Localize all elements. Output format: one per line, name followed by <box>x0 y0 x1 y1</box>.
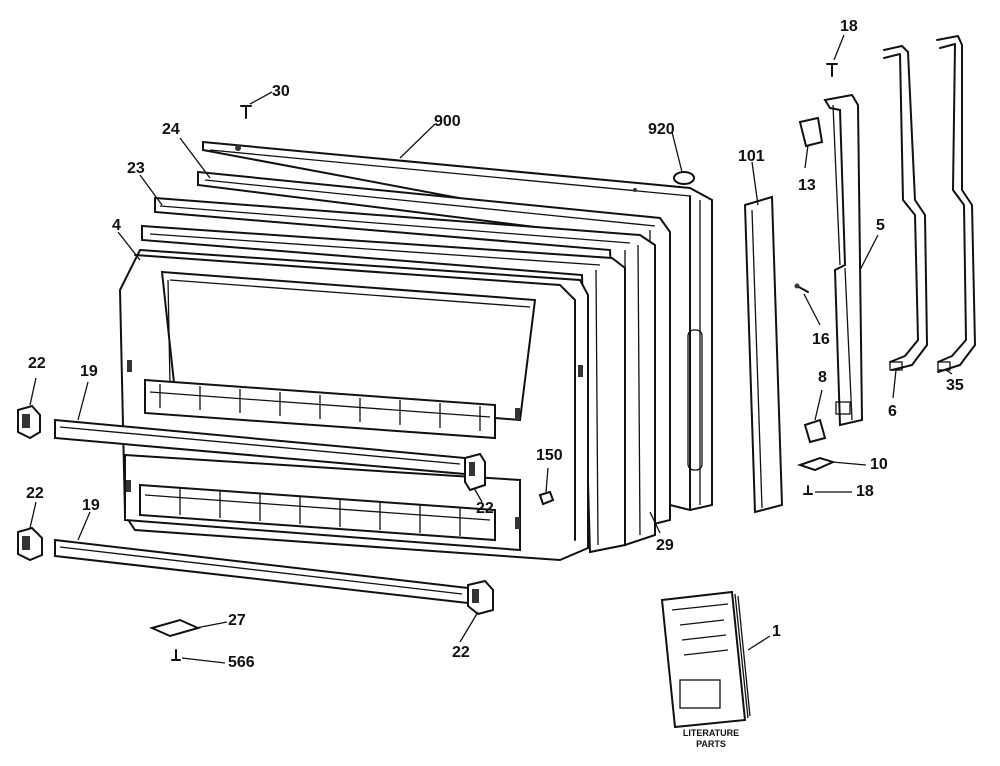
screw-18-top <box>826 63 838 77</box>
callout-18-top: 18 <box>840 18 858 35</box>
callout-22-bottom: 22 <box>452 644 470 661</box>
shelf-end-22-left-top <box>17 404 41 440</box>
part-8 <box>803 418 827 444</box>
callout-4: 4 <box>112 217 121 234</box>
handle-trim-101 <box>743 195 784 514</box>
callout-6: 6 <box>888 403 897 420</box>
callout-22-left-top: 22 <box>28 355 46 372</box>
handle-cap-13 <box>798 116 824 148</box>
callout-22-mid: 22 <box>476 500 494 517</box>
literature-label-line1: LITERATURE <box>682 728 740 738</box>
callout-920: 920 <box>648 121 675 138</box>
literature-label-line2: PARTS <box>696 739 726 749</box>
literature-parts-label: LITERATURE PARTS <box>676 728 746 750</box>
callout-19-bottom: 19 <box>82 497 100 514</box>
callout-35: 35 <box>946 377 964 394</box>
callout-150: 150 <box>536 447 563 464</box>
callout-566: 566 <box>228 654 255 671</box>
literature-book-1 <box>660 590 751 729</box>
plug-920 <box>673 171 695 185</box>
shelf-end-22-mid <box>464 452 486 492</box>
callout-29: 29 <box>656 537 674 554</box>
callout-900: 900 <box>434 113 461 130</box>
callout-8: 8 <box>818 369 827 386</box>
door-liner-4 <box>118 248 589 562</box>
shelf-end-22-left-bottom <box>17 526 43 562</box>
bracket-27 <box>149 618 201 638</box>
callout-13: 13 <box>798 177 816 194</box>
callout-5: 5 <box>876 217 885 234</box>
handle-5 <box>823 93 864 427</box>
callout-1: 1 <box>772 623 781 640</box>
screw-30 <box>240 105 252 119</box>
screw-566 <box>171 649 181 661</box>
callout-19-top: 19 <box>80 363 98 380</box>
callout-10: 10 <box>870 456 888 473</box>
callout-16: 16 <box>812 331 830 348</box>
callout-18-bottom: 18 <box>856 483 874 500</box>
hinge-bar-6 <box>883 45 928 371</box>
shelf-end-22-bottom <box>467 579 494 616</box>
callout-27: 27 <box>228 612 246 629</box>
leader-lines <box>29 34 953 664</box>
part-10 <box>796 456 836 472</box>
screw-18-bottom <box>803 485 813 495</box>
screw-16 <box>794 283 809 293</box>
hinge-bar-35 <box>936 35 976 373</box>
callout-23: 23 <box>127 160 145 177</box>
callout-101: 101 <box>738 148 765 165</box>
clip-150 <box>538 490 555 506</box>
door-frame-inner <box>141 224 626 554</box>
callout-22-left-bottom: 22 <box>26 485 44 502</box>
callout-24: 24 <box>162 121 180 138</box>
callout-30: 30 <box>272 83 290 100</box>
